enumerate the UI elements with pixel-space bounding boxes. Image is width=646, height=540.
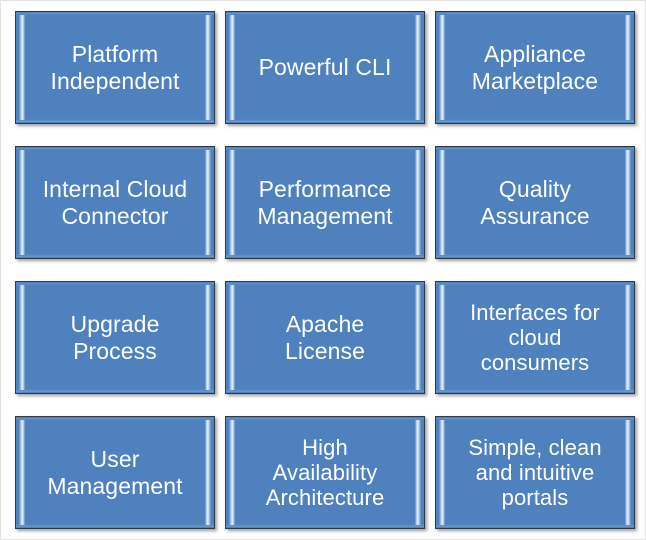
tile-bevel-left — [229, 15, 235, 120]
tile-bevel-right — [625, 285, 631, 390]
feature-tile-apache-license[interactable]: Apache License — [225, 281, 425, 394]
tile-label: Internal Cloud Connector — [42, 175, 188, 229]
tile-bevel-left — [439, 285, 445, 390]
tile-bevel-left — [229, 285, 235, 390]
feature-tile-internal-cloud-connector[interactable]: Internal Cloud Connector — [15, 146, 215, 259]
tile-bevel-left — [19, 285, 25, 390]
tile-label: Appliance Marketplace — [471, 40, 599, 94]
tile-bevel-left — [439, 150, 445, 255]
tile-bevel-left — [19, 150, 25, 255]
feature-tile-user-management[interactable]: User Management — [15, 416, 215, 529]
tile-bevel-right — [625, 150, 631, 255]
tile-label: High Availability Architecture — [265, 434, 385, 511]
tile-bevel-left — [439, 420, 445, 525]
tile-bevel-right — [625, 15, 631, 120]
tile-bevel-right — [415, 420, 421, 525]
tile-bevel-right — [205, 15, 211, 120]
feature-tile-performance-management[interactable]: Performance Management — [225, 146, 425, 259]
tile-label: Simple, clean and intuitive portals — [468, 434, 602, 511]
feature-tile-high-availability-architecture[interactable]: High Availability Architecture — [225, 416, 425, 529]
tile-bevel-right — [625, 420, 631, 525]
feature-tile-powerful-cli[interactable]: Powerful CLI — [225, 11, 425, 124]
tile-bevel-right — [205, 285, 211, 390]
tile-bevel-right — [415, 15, 421, 120]
feature-tile-quality-assurance[interactable]: Quality Assurance — [435, 146, 635, 259]
feature-tile-upgrade-process[interactable]: Upgrade Process — [15, 281, 215, 394]
tile-bevel-left — [19, 420, 25, 525]
tile-label: Platform Independent — [50, 40, 180, 94]
tile-bevel-right — [415, 150, 421, 255]
tile-label: Quality Assurance — [480, 175, 590, 229]
tile-label: Performance Management — [257, 175, 393, 229]
tile-bevel-left — [19, 15, 25, 120]
tile-label: Interfaces for cloud consumers — [470, 299, 600, 376]
feature-tile-platform-independent[interactable]: Platform Independent — [15, 11, 215, 124]
tile-bevel-right — [205, 420, 211, 525]
tile-label: Upgrade Process — [70, 310, 160, 364]
tile-bevel-left — [229, 420, 235, 525]
tile-bevel-left — [229, 150, 235, 255]
tile-bevel-right — [415, 285, 421, 390]
feature-tile-appliance-marketplace[interactable]: Appliance Marketplace — [435, 11, 635, 124]
tile-bevel-right — [205, 150, 211, 255]
tile-label: Apache License — [285, 310, 365, 364]
feature-tile-interfaces-for-cloud-consumers[interactable]: Interfaces for cloud consumers — [435, 281, 635, 394]
tile-bevel-left — [439, 15, 445, 120]
feature-tile-simple-clean-portals[interactable]: Simple, clean and intuitive portals — [435, 416, 635, 529]
tile-label: Powerful CLI — [258, 54, 392, 81]
feature-tile-grid: Platform Independent Powerful CLI Applianc… — [15, 11, 635, 531]
tile-label: User Management — [47, 445, 183, 499]
